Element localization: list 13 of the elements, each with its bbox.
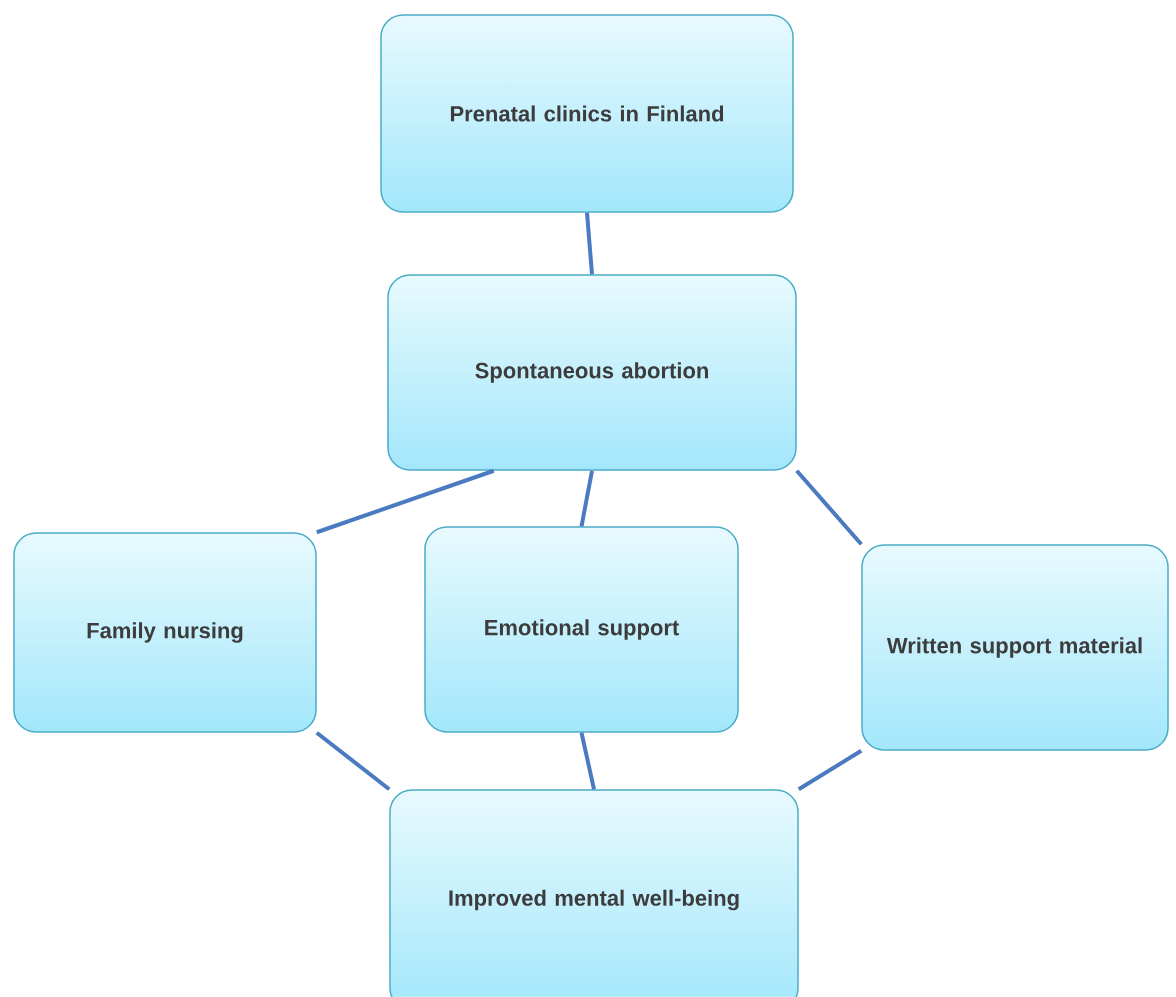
process-box: Spontaneous abortion xyxy=(387,274,797,471)
connector-line xyxy=(316,468,495,535)
connector-line xyxy=(579,732,596,790)
connector-line xyxy=(579,470,594,527)
connector-line xyxy=(795,469,863,546)
process-box: Prenatal clinics in Finland xyxy=(380,14,794,213)
connector-line xyxy=(585,212,594,275)
process-box: Emotional support xyxy=(424,526,739,733)
connector-line xyxy=(315,731,391,791)
process-box: Written support material xyxy=(861,544,1169,751)
process-box: Family nursing xyxy=(13,532,317,733)
process-box: Improved mental well-being xyxy=(389,789,799,997)
connector-line xyxy=(797,749,863,791)
